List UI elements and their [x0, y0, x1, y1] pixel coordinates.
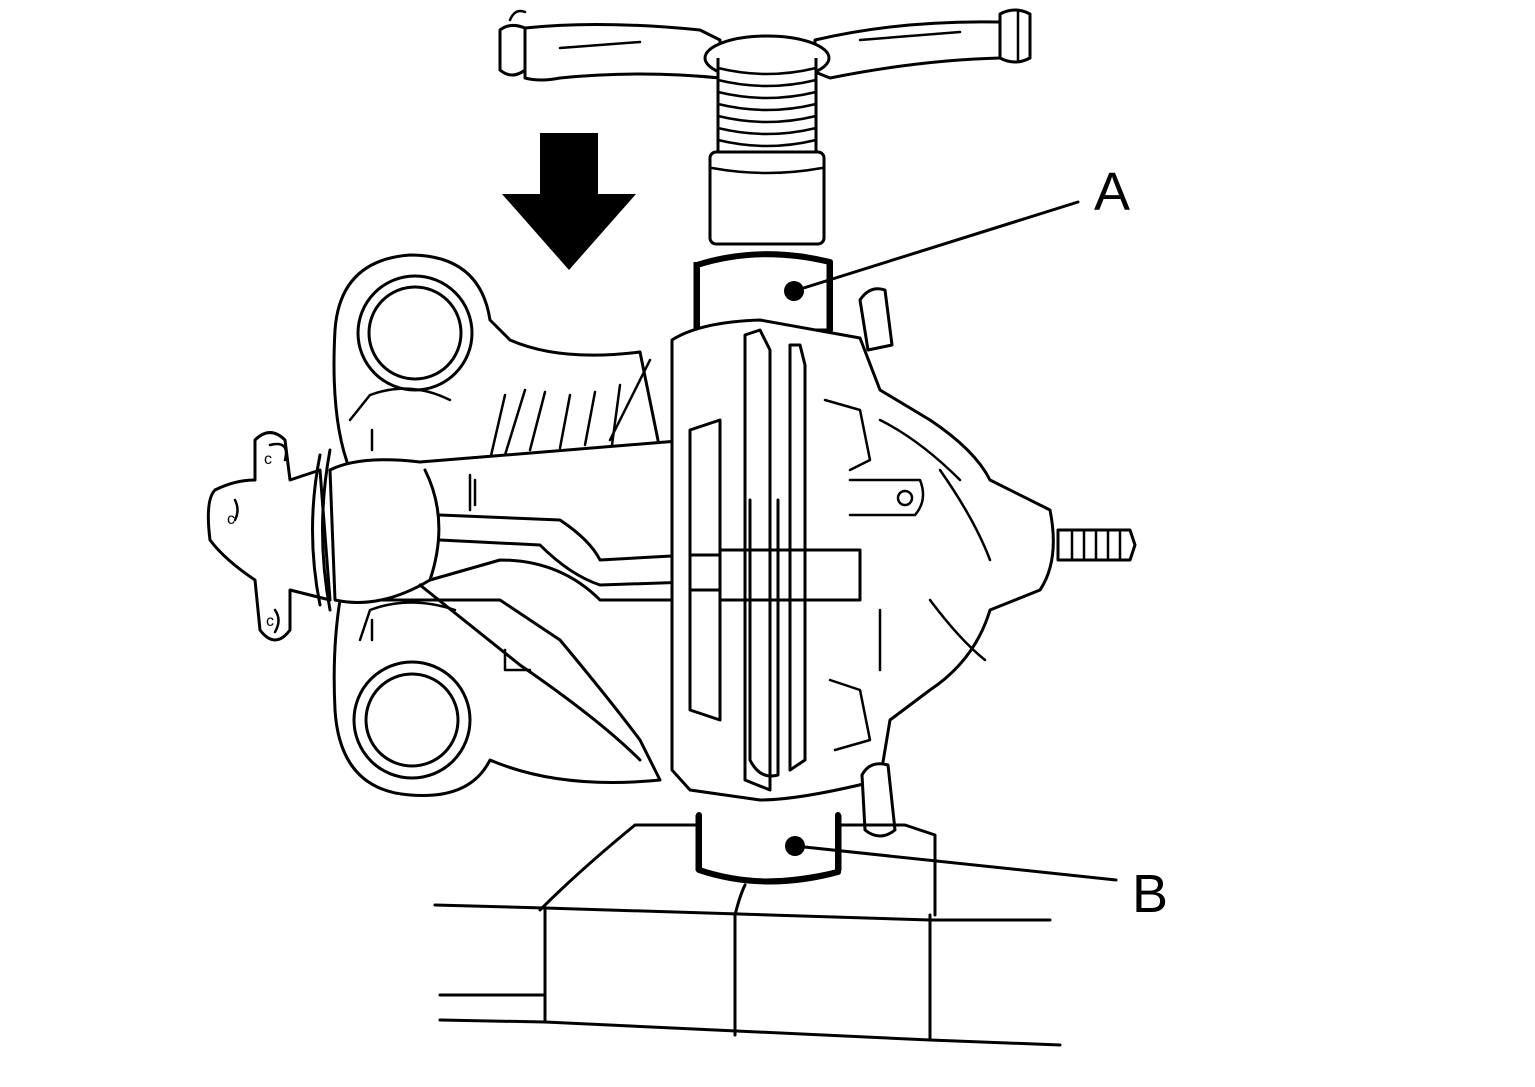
- svg-text:c: c: [266, 613, 274, 630]
- svg-text:c: c: [264, 451, 272, 468]
- press-tool-upper: [693, 251, 833, 343]
- down-arrow-icon: [502, 133, 636, 270]
- callout-label-a: A: [1094, 162, 1130, 222]
- press-screw: [703, 34, 831, 246]
- differential-carrier: [328, 253, 702, 798]
- gear-case: [670, 287, 1137, 838]
- input-flange: c c c: [206, 431, 332, 642]
- svg-text:c: c: [227, 511, 235, 528]
- press-handle: [498, 8, 1032, 82]
- callout-a: A: [792, 162, 1130, 293]
- callout-label-b: B: [1132, 864, 1168, 924]
- callout-b: B: [793, 844, 1168, 924]
- press-support-blocks: [433, 823, 1062, 1047]
